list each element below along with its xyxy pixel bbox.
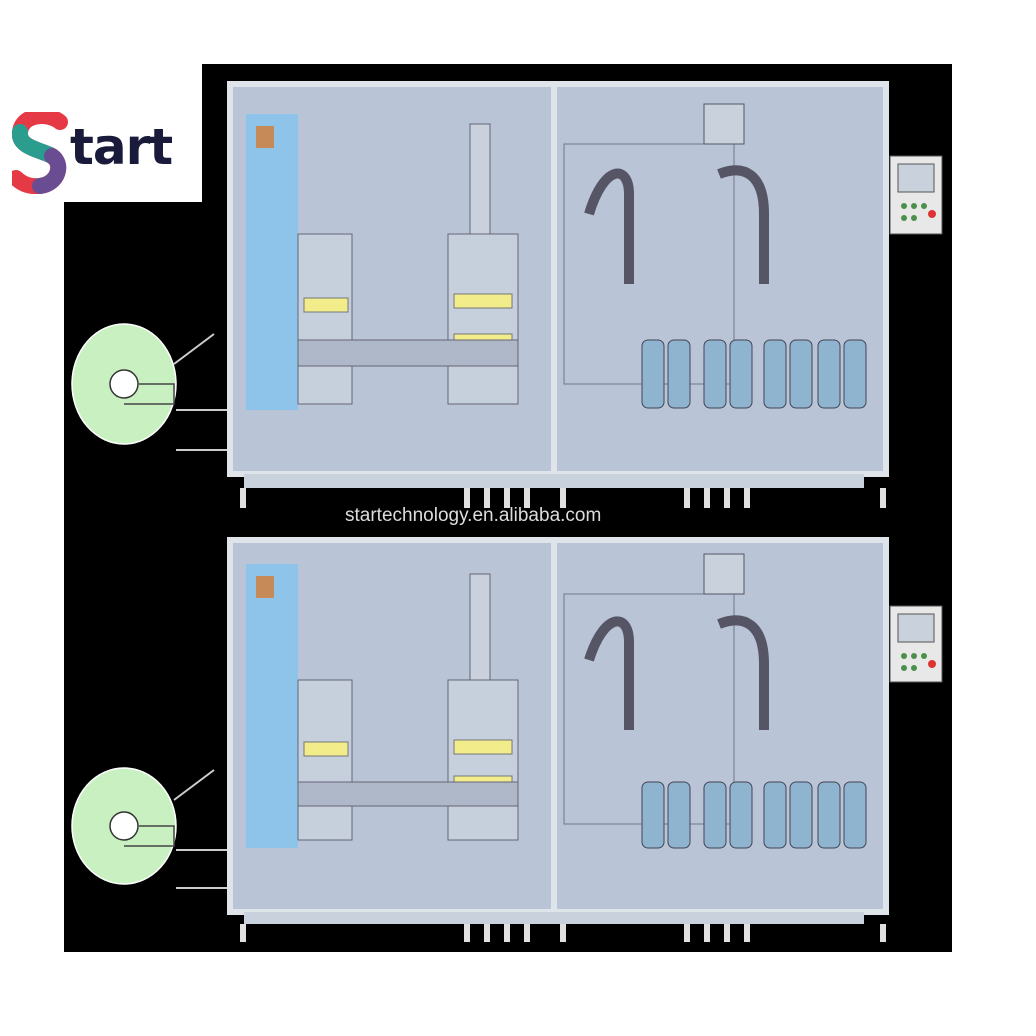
logo-text: tart [70,118,173,176]
machine-drawing-top [71,81,943,508]
control-panel-icon [889,605,943,683]
film-roll-icon [71,323,177,445]
machine-drawing-bottom [71,537,943,942]
film-roll-icon [71,767,177,885]
watermark-text: startechnology.en.alibaba.com [345,505,602,526]
logo-s-icon [12,112,68,194]
logo: tart [0,52,202,202]
control-panel-icon [889,155,943,235]
bottle-icon [641,781,867,849]
bottle-icon [641,339,867,409]
